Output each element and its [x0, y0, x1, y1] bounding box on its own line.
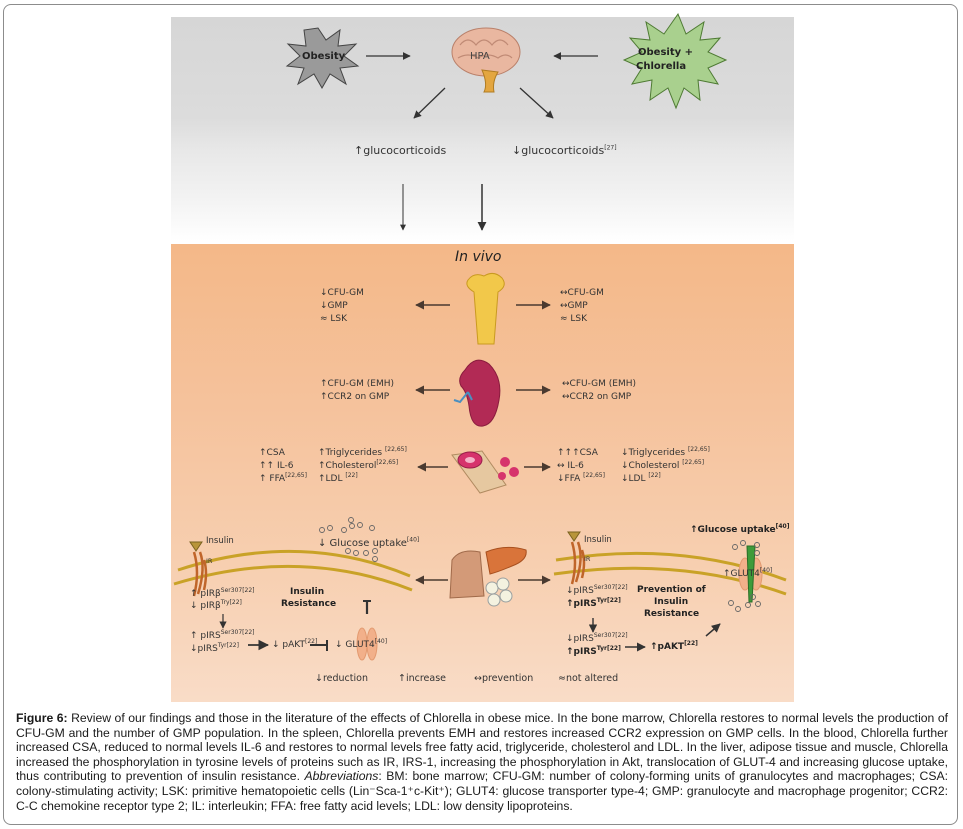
chlorella-label-line1: Obesity +	[638, 47, 693, 58]
left-glut4: ↓ GLUT4[40]	[335, 638, 388, 651]
legend-not-altered: ≈not altered	[558, 673, 619, 684]
hpa-to-left-arrow	[413, 87, 446, 119]
bone-right-2: ↔GMP	[560, 301, 588, 311]
bone-left-1: ↓CFU-GM	[320, 288, 364, 298]
right-glucose-uptake: ↑Glucose uptake[40]	[690, 523, 790, 536]
obesity-label: Obesity	[302, 51, 346, 62]
caption-text-1: Review of our findings and those in the …	[16, 711, 949, 784]
right-glut4: ↑GLUT4[40]	[723, 567, 773, 580]
blood-vessel-icon	[451, 450, 519, 494]
left-ir-label: IR	[206, 557, 213, 565]
legend-prevention: ↔prevention	[474, 673, 534, 684]
legend-reduction: ↓reduction	[315, 673, 368, 684]
left-insulin-label: Insulin	[206, 536, 234, 546]
blood-right-csa: ↑↑↑CSA	[557, 448, 598, 458]
right-pirs-ser-2: ↓pIRSSer307[22]	[566, 632, 628, 645]
blood-left-ffa: ↑ FFA[22,65]	[259, 472, 307, 485]
bone-left-2: ↓GMP	[320, 301, 348, 311]
caption-text-2: : BM: bone marrow; CFU-GM: number of col…	[16, 769, 948, 813]
chlorella-label-line2: Chlorella	[636, 61, 687, 72]
spleen-icon	[453, 359, 501, 427]
caption-abbrev-label: Abbreviations	[304, 769, 379, 784]
figure-caption: Figure 6: Review of our findings and tho…	[16, 711, 948, 813]
left-glut4-icon	[356, 627, 378, 661]
left-pirb-ser: ↑ pIRβSer307[22]	[190, 587, 255, 600]
bone-right-3: ≈ LSK	[560, 314, 588, 324]
in-vivo-title: In vivo	[455, 249, 502, 265]
left-state-line1: Insulin	[290, 587, 325, 597]
blood-left-triglycerides: ↑Triglycerides [22,65]	[318, 446, 407, 459]
left-glucose-uptake: ↓ Glucose uptake[40]	[318, 536, 420, 549]
left-pirs-tyr: ↓pIRSTyr[22]	[190, 642, 239, 655]
right-glucose-molecules	[728, 540, 761, 612]
bone-icon	[466, 272, 505, 345]
left-pakt: ↓ pAKT[22]	[272, 638, 318, 651]
right-pirs-tyr-2: ↑pIRSTyr[22]	[566, 645, 621, 658]
blood-right-cholesterol: ↓Cholesterol [22,65]	[621, 459, 705, 472]
obesity-star-icon	[285, 27, 360, 90]
right-state-line1: Prevention of	[637, 585, 706, 595]
right-state-line3: Resistance	[644, 609, 700, 619]
left-glucose-molecules	[319, 517, 378, 562]
spleen-left-2: ↑CCR2 on GMP	[320, 392, 390, 402]
right-pirs-ser-1: ↓pIRSSer307[22]	[566, 584, 628, 597]
right-ir-label: IR	[584, 555, 591, 563]
hpa-to-right-arrow	[519, 87, 554, 119]
left-state-line2: Resistance	[281, 599, 337, 609]
right-pirs-tyr-1: ↑pIRSTyr[22]	[566, 597, 621, 610]
legend-increase: ↑increase	[398, 673, 447, 684]
resistance-inhibit-icon	[363, 600, 371, 614]
bone-right-1: ↔CFU-GM	[560, 288, 604, 298]
right-insulin-label: Insulin	[584, 535, 612, 545]
left-pirb-tyr: ↓ pIRβTry[22]	[190, 599, 242, 612]
blood-left-il6: ↑↑ IL-6	[259, 461, 294, 471]
tissue-organs-icon	[449, 546, 527, 607]
left-insulin-receptor-icon	[189, 541, 208, 597]
right-state-line2: Insulin	[654, 597, 689, 607]
left-pirs-ser: ↑ pIRSSer307[22]	[190, 629, 255, 642]
brain-icon	[451, 27, 521, 93]
blood-left-ldl: ↑LDL [22]	[318, 472, 358, 485]
right-insulin-receptor-icon	[567, 531, 586, 585]
blood-left-csa: ↑CSA	[259, 448, 285, 458]
left-glucocorticoids: ↑glucocorticoids	[354, 144, 447, 157]
right-glut4-icon	[738, 545, 763, 603]
blood-right-ldl: ↓LDL [22]	[621, 472, 661, 485]
blood-right-triglycerides: ↓Triglycerides [22,65]	[621, 446, 710, 459]
spleen-right-2: ↔CCR2 on GMP	[562, 392, 632, 402]
right-pakt: ↑pAKT[22]	[650, 640, 698, 653]
pakt-to-glut4-arrow	[705, 623, 721, 637]
spleen-right-1: ↔CFU-GM (EMH)	[562, 379, 637, 389]
bone-left-3: ≈ LSK	[320, 314, 348, 324]
caption-label: Figure 6:	[16, 711, 68, 725]
hpa-label: HPA	[470, 51, 490, 62]
blood-right-ffa: ↓FFA [22,65]	[557, 472, 605, 485]
blood-right-il6: ↔ IL-6	[557, 461, 584, 471]
spleen-left-1: ↑CFU-GM (EMH)	[320, 379, 395, 389]
chlorella-star-icon	[622, 12, 728, 110]
blood-left-cholesterol: ↑Cholesterol[22,65]	[318, 459, 399, 472]
right-glucocorticoids: ↓glucocorticoids[27]	[512, 144, 617, 157]
